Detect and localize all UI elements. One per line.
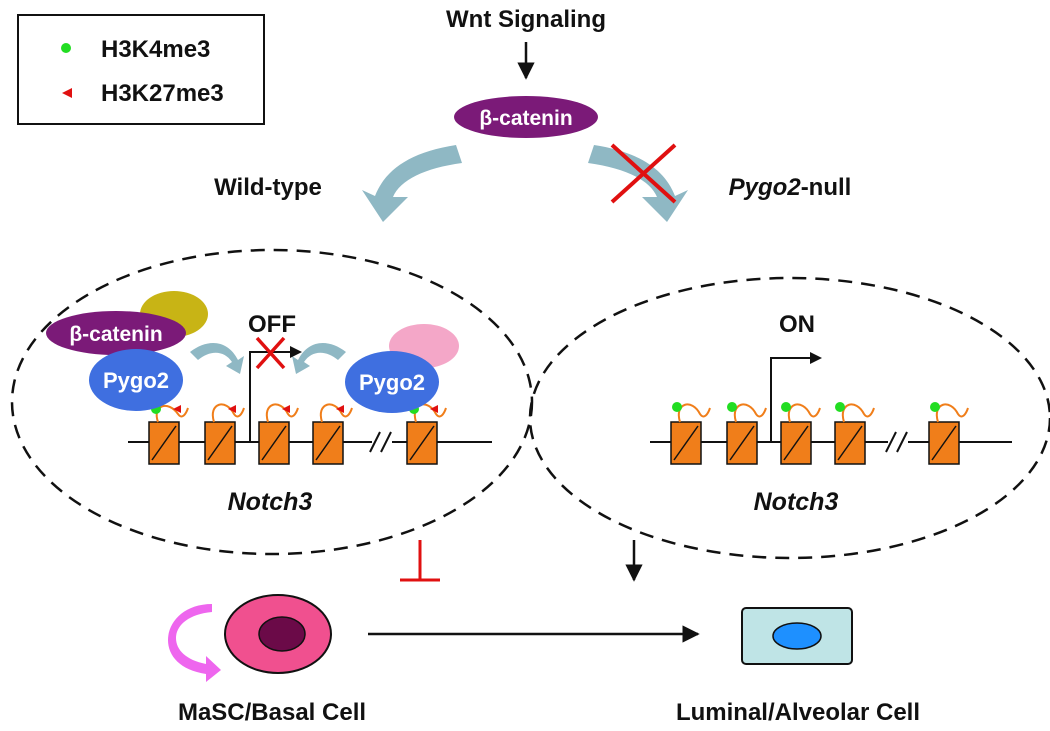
right-nucleosomes (670, 421, 960, 465)
h3k4me3-mark-icon (781, 402, 791, 412)
left-notch3-label: Notch3 (228, 488, 313, 516)
off-x-icon (255, 336, 286, 370)
pygo2-null-nucleus: ON Notch3 (528, 276, 1050, 560)
basal-cell-nucleus (258, 616, 306, 652)
h3k27me3-marker-icon (62, 88, 72, 98)
right-tss-arrow (770, 357, 810, 442)
wild-type-label: Wild-type (214, 174, 322, 201)
wild-type-curved-arrow (362, 145, 462, 222)
on-label: ON (779, 311, 815, 338)
beta-catenin-top-label: β-catenin (479, 107, 572, 130)
luminal-cell-label: Luminal/Alveolar Cell (676, 699, 920, 726)
wnt-signaling-title: Wnt Signaling (446, 6, 606, 33)
small-curved-arrow-left (190, 342, 244, 374)
pygo2-null-gene: Pygo2 (729, 174, 802, 201)
left-nucleosomes (148, 421, 438, 465)
legend-h3k27me3-label: H3K27me3 (101, 80, 224, 107)
pygo2-left (89, 349, 183, 411)
luminal-cell-nucleus (772, 622, 822, 650)
small-curved-arrow-right (292, 342, 346, 374)
legend-box (17, 14, 265, 125)
pygo2-null-suffix: -null (801, 174, 852, 201)
legend: H3K4me3 H3K27me3 (17, 14, 265, 125)
h3k4me3-marker-icon (61, 43, 71, 53)
beta-catenin-left-label: β-catenin (69, 323, 162, 346)
inhibition-icon (400, 540, 440, 582)
h3k27me3-mark-icon (282, 405, 290, 413)
left-dna-break (369, 431, 381, 453)
pygo2-left-label: Pygo2 (103, 368, 169, 393)
off-label: OFF (248, 311, 296, 338)
left-h3k27me3-marks (173, 405, 438, 413)
h3k4me3-mark-icon (727, 402, 737, 412)
h3k27me3-mark-icon (430, 405, 438, 413)
pygo2-null-curved-arrow (588, 145, 688, 222)
h3k27me3-mark-icon (173, 405, 181, 413)
beta-catenin-left (46, 311, 186, 355)
pygo2-right (345, 351, 439, 413)
legend-h3k4me3-label: H3K4me3 (101, 36, 210, 63)
blocked-x-icon (610, 143, 677, 204)
right-histone-tails (677, 403, 969, 423)
left-tss-arrow (249, 351, 290, 442)
right-notch3-label: Notch3 (754, 488, 839, 516)
wild-type-nucleus: β-catenin Pygo2 Pygo2 OFF Notch3 (10, 248, 534, 556)
basal-cell-label: MaSC/Basal Cell (178, 699, 366, 726)
h3k27me3-mark-icon (228, 405, 236, 413)
self-renewal-arrow-icon (168, 604, 221, 682)
h3k4me3-mark-icon (835, 402, 845, 412)
pygo2-null-label: Pygo2-null (729, 174, 852, 201)
right-dna-break (885, 431, 897, 453)
wild-type-nucleus-outline (10, 248, 534, 556)
h3k27me3-mark-icon (336, 405, 344, 413)
beta-catenin-top (454, 96, 598, 138)
right-h3k4me3-marks (672, 402, 940, 412)
h3k4me3-mark-icon (930, 402, 940, 412)
h3k4me3-mark-icon (672, 402, 682, 412)
pygo2-right-label: Pygo2 (359, 370, 425, 395)
